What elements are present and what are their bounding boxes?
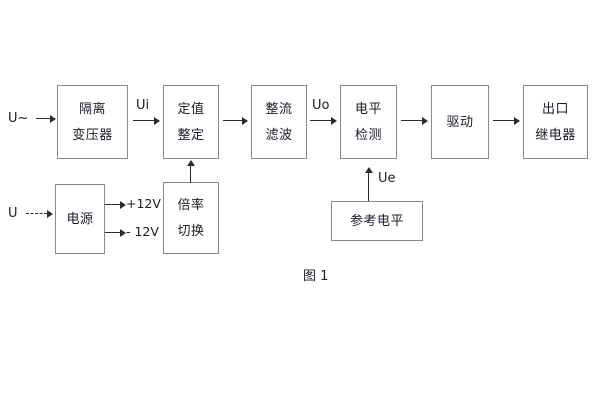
arrow-drive-to-output-relay	[493, 116, 521, 125]
signal-label-ui: Ui	[136, 98, 150, 113]
block-power-supply-line-1: 电源	[66, 211, 94, 227]
block-reference-level: 参考电平	[331, 201, 423, 241]
signal-label-uo: Uo	[312, 98, 330, 113]
arrow-power-supply-positive-rail	[105, 200, 127, 209]
arrow-rectify-filter-to-level-detection	[310, 116, 338, 125]
block-power-supply: 电源	[55, 184, 105, 254]
block-isolation-transformer-line-1: 隔离	[78, 101, 106, 117]
input-label-dc: U	[8, 206, 18, 221]
arrow-reference-level-to-level-detection	[364, 167, 373, 201]
arrow-power-supply-negative-rail	[105, 228, 127, 237]
block-drive: 驱动	[431, 85, 489, 159]
arrow-setting-value-to-rectify-filter	[223, 116, 249, 125]
arrow-multiplier-switch-to-setting-value	[186, 160, 195, 183]
arrow-dc-to-power-supply	[26, 209, 54, 218]
arrow-isolation-transformer-to-setting-value	[133, 116, 161, 125]
signal-label-ue: Ue	[378, 171, 396, 186]
block-multiplier-switch: 倍率 切换	[163, 182, 219, 254]
voltage-label-positive: +12V	[126, 196, 161, 211]
block-output-relay-line-1: 出口	[541, 101, 569, 117]
block-level-detection-line-2: 检测	[354, 127, 382, 143]
block-rectify-filter-line-2: 滤波	[265, 127, 293, 143]
block-setting-value: 定值 整定	[163, 85, 219, 159]
block-output-relay: 出口 继电器	[523, 85, 588, 159]
block-drive-line-1: 驱动	[446, 114, 474, 130]
block-level-detection: 电平 检测	[340, 85, 397, 159]
block-setting-value-line-2: 整定	[177, 127, 205, 143]
arrow-level-detection-to-drive	[401, 116, 429, 125]
block-reference-level-line-1: 参考电平	[349, 213, 404, 229]
block-level-detection-line-1: 电平	[354, 101, 382, 117]
block-rectify-filter-line-1: 整流	[265, 101, 293, 117]
block-output-relay-line-2: 继电器	[535, 127, 576, 143]
block-rectify-filter: 整流 滤波	[251, 85, 307, 159]
arrow-ac-to-isolation-transformer	[36, 114, 56, 123]
figure-caption: 图 1	[303, 269, 329, 284]
block-isolation-transformer: 隔离 变压器	[57, 85, 128, 159]
input-label-ac: U~	[8, 111, 29, 126]
voltage-label-negative: - 12V	[126, 224, 159, 239]
block-isolation-transformer-line-2: 变压器	[72, 127, 113, 143]
block-multiplier-switch-line-1: 倍率	[177, 197, 205, 213]
block-setting-value-line-1: 定值	[177, 101, 205, 117]
block-multiplier-switch-line-2: 切换	[177, 223, 205, 239]
